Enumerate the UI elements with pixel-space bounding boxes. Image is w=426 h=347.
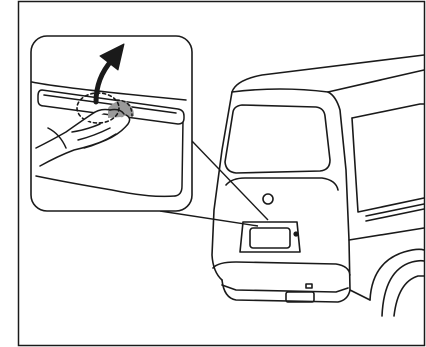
van-side-bottom	[350, 290, 370, 300]
van-roof-line	[232, 55, 424, 92]
callout-line-bottom	[160, 211, 258, 226]
van-bumper-bottom	[222, 285, 348, 292]
van-bumper-top	[213, 262, 350, 275]
inset-panel	[31, 36, 192, 211]
van-side-window-top	[352, 104, 424, 118]
van-wheel-rim	[394, 276, 424, 316]
van-rear-window	[225, 105, 330, 173]
van-lamp-dot	[294, 232, 298, 236]
van-emblem	[263, 194, 273, 204]
callout-line-top	[191, 140, 268, 220]
van-rear-icon	[212, 55, 424, 316]
van-sensor	[306, 284, 312, 288]
van-rear-top	[232, 89, 328, 92]
van-license-plate	[250, 228, 290, 248]
van-rear-right-edge	[222, 92, 350, 302]
van-rear-left-edge	[212, 92, 232, 280]
van-side-window-edges	[352, 118, 424, 212]
van-side-lower	[349, 228, 424, 240]
van-side-top	[328, 70, 424, 92]
van-wheel-arch	[370, 249, 424, 300]
van-backdoor-line	[226, 178, 338, 190]
